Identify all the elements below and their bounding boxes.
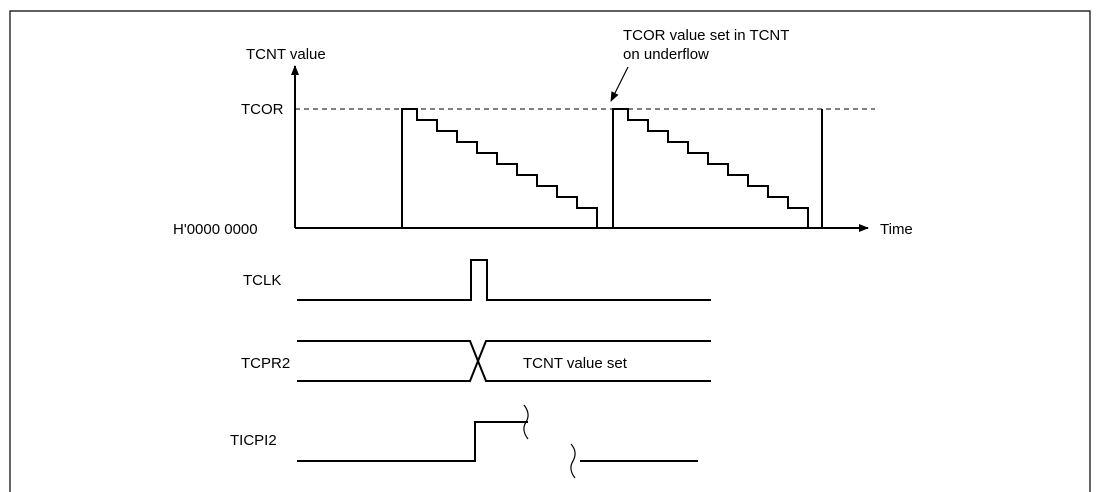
tcpr2-label: TCPR2 xyxy=(241,355,290,372)
x-axis-label: Time xyxy=(880,221,913,238)
annotation-arrow xyxy=(610,66,629,102)
diagram-frame xyxy=(9,10,1091,492)
tcnt-countdown-waveform xyxy=(401,108,823,229)
tclk-label: TCLK xyxy=(243,272,281,289)
tcor-level-label: TCOR xyxy=(241,101,284,118)
annotation-line1: TCOR value set in TCNT xyxy=(623,27,789,44)
y-axis-label: TCNT value xyxy=(246,46,326,63)
zero-level-label: H'0000 0000 xyxy=(173,221,258,238)
ticpi2-break-upper xyxy=(523,404,529,440)
ticpi2-break-lower xyxy=(570,443,576,479)
tclk-waveform xyxy=(297,259,711,301)
tcpr2-value-label: TCNT value set xyxy=(523,355,628,372)
tcpr2-bus-top xyxy=(297,340,711,364)
ticpi2-waveform-a xyxy=(297,421,528,462)
tcpr2-bus-bottom xyxy=(297,358,711,382)
ticpi2-label: TICPI2 xyxy=(230,432,277,449)
annotation-line2: on underflow xyxy=(623,46,709,63)
